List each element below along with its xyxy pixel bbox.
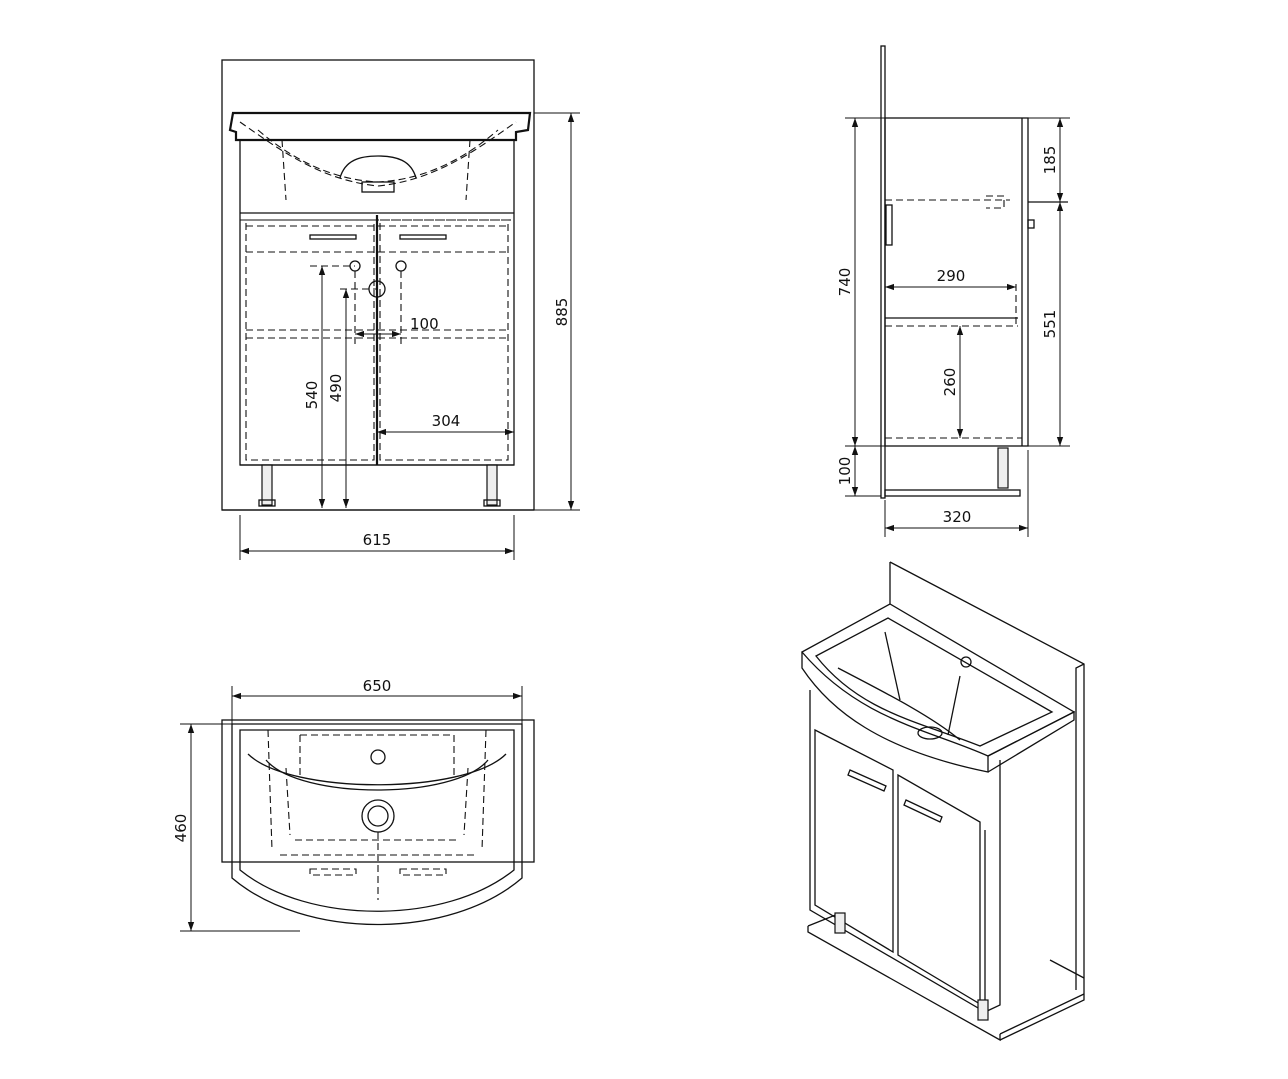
dim-label-615: 615 xyxy=(363,531,392,549)
dim-label-490: 490 xyxy=(327,374,345,403)
dim-label-320: 320 xyxy=(943,508,972,526)
top-basin-bowl xyxy=(247,753,507,786)
iso-handle-right xyxy=(903,799,943,823)
front-pipe-right xyxy=(395,260,407,272)
dim-label-551: 551 xyxy=(1041,310,1059,339)
iso-basin-front xyxy=(801,652,989,773)
side-leg xyxy=(997,447,1009,489)
front-basin-rim xyxy=(228,111,532,142)
front-basin-bowl xyxy=(339,155,417,179)
top-drain xyxy=(361,799,395,833)
iso-wall xyxy=(889,561,1085,1041)
dim-label-side-100: 100 xyxy=(836,457,854,486)
iso-door-right xyxy=(897,773,981,1006)
dim-label-740: 740 xyxy=(836,268,854,297)
front-drain xyxy=(361,181,395,193)
dim-label-185: 185 xyxy=(1041,146,1059,175)
iso-door-left xyxy=(814,728,894,954)
iso-cabinet xyxy=(809,690,986,1014)
side-view: 740 100 185 551 290 260 320 xyxy=(836,45,1070,537)
dim-label-260: 260 xyxy=(941,368,959,397)
top-basin-outline xyxy=(231,723,523,926)
isometric-view xyxy=(800,561,1085,1042)
side-cabinet xyxy=(884,117,1029,447)
top-view: 650 460 xyxy=(172,677,535,932)
side-base xyxy=(884,489,1021,497)
top-tap-hole xyxy=(370,749,386,765)
dim-label-304: 304 xyxy=(432,412,461,430)
front-view: 615 885 540 490 100 304 xyxy=(221,59,580,560)
dim-label-885: 885 xyxy=(553,298,571,327)
iso-tap-hole xyxy=(960,656,972,668)
dim-label-front-100: 100 xyxy=(410,315,439,333)
iso-drain xyxy=(917,726,943,740)
front-leg-right xyxy=(486,464,498,506)
front-right-handle xyxy=(399,234,447,240)
front-leg-left xyxy=(261,464,273,506)
iso-leg-left xyxy=(834,912,846,934)
dim-label-460: 460 xyxy=(172,814,190,843)
dim-label-540: 540 xyxy=(303,381,321,410)
dim-label-290: 290 xyxy=(937,267,966,285)
dim-label-650: 650 xyxy=(363,677,392,695)
iso-handle-left xyxy=(847,769,887,792)
front-left-handle xyxy=(309,234,357,240)
iso-basin-top xyxy=(800,603,1076,757)
top-wall-outline xyxy=(221,719,535,863)
iso-leg-right xyxy=(977,999,989,1021)
